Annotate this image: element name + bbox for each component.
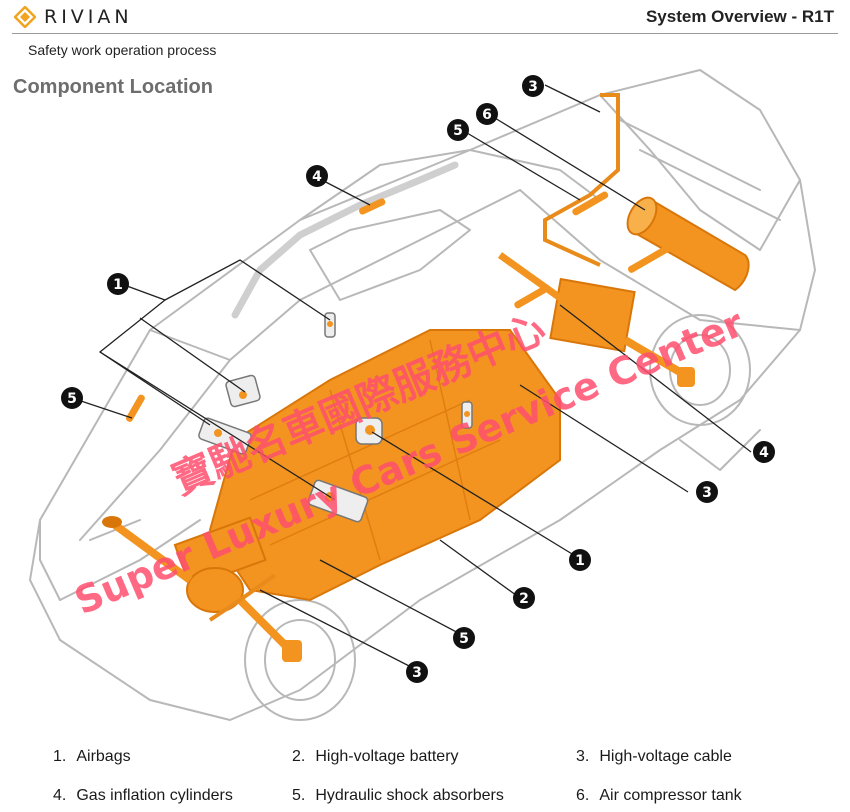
battery-detail-lines xyxy=(249,339,501,561)
svg-text:3: 3 xyxy=(412,665,422,681)
callout-badge-4-top: 4 xyxy=(306,165,328,187)
svg-text:3: 3 xyxy=(702,485,712,501)
svg-text:1: 1 xyxy=(113,277,123,293)
vehicle-component-diagram: 1 1 2 3 3 3 4 4 5 5 5 6 寶馳名車國際服務中心 Super… xyxy=(29,69,816,721)
page-header: RIVIAN System Overview - R1T xyxy=(0,0,850,36)
svg-text:3: 3 xyxy=(528,79,538,95)
airbag-inflator-dots xyxy=(214,321,470,502)
svg-text:5: 5 xyxy=(67,391,77,407)
brand-name: RIVIAN xyxy=(44,6,133,28)
vehicle-outline xyxy=(29,69,816,721)
svg-text:2: 2 xyxy=(519,591,529,607)
shock-absorber-rear-2 xyxy=(627,244,673,273)
callout-badge-3-top: 3 xyxy=(522,75,544,97)
rear-drive-unit xyxy=(497,252,695,387)
svg-text:5: 5 xyxy=(459,631,469,647)
svg-text:6: 6 xyxy=(482,107,492,123)
svg-text:4: 4 xyxy=(312,169,322,185)
callout-badge-6: 6 xyxy=(476,103,498,125)
gas-cylinder-rear xyxy=(514,284,551,309)
legend-item-air-compressor-tank: 6.Air compressor tank xyxy=(576,787,742,804)
curtain-airbag-rail xyxy=(231,161,459,319)
svg-text:4: 4 xyxy=(759,445,769,461)
header-divider xyxy=(12,33,838,34)
document-subtitle: Safety work operation process xyxy=(28,42,217,58)
svg-text:5: 5 xyxy=(453,123,463,139)
component-legend: 1.Airbags 2.High-voltage battery 3.High-… xyxy=(0,742,850,812)
shock-absorber-front-right xyxy=(319,535,342,561)
rivian-logo-icon xyxy=(14,6,36,28)
callout-badge-3-bottom: 3 xyxy=(406,661,428,683)
svg-text:1: 1 xyxy=(575,553,585,569)
callout-badge-3-right: 3 xyxy=(696,481,718,503)
callout-badge-5-top: 5 xyxy=(447,119,469,141)
shock-absorber-front-left xyxy=(125,394,145,422)
callout-badge-5-left: 5 xyxy=(61,387,83,409)
high-voltage-cable-rear xyxy=(543,93,620,267)
legend-item-hydraulic-shock-absorbers: 5.Hydraulic shock absorbers xyxy=(292,787,504,804)
callout-badge-1-bottom: 1 xyxy=(569,549,591,571)
callout-badge-5-bottom: 5 xyxy=(453,627,475,649)
section-title: Component Location xyxy=(13,76,213,98)
callout-leader-lines xyxy=(71,84,752,671)
legend-item-gas-inflation-cylinders: 4.Gas inflation cylinders xyxy=(53,787,233,804)
legend-item-high-voltage-battery: 2.High-voltage battery xyxy=(292,748,459,765)
high-voltage-cable-front xyxy=(208,573,277,622)
front-drive-unit xyxy=(102,516,302,662)
callout-badge-1-left: 1 xyxy=(107,273,129,295)
air-compressor-tank-shape xyxy=(626,196,750,292)
callout-badge-4-right: 4 xyxy=(753,441,775,463)
legend-item-high-voltage-cable: 3.High-voltage cable xyxy=(576,748,732,765)
document-title: System Overview - R1T xyxy=(645,7,834,26)
rivian-logo: RIVIAN xyxy=(14,6,133,28)
gas-cylinder-roof xyxy=(359,198,386,215)
legend-item-airbags: 1.Airbags xyxy=(53,748,131,765)
callout-badge-2: 2 xyxy=(513,587,535,609)
shock-absorber-rear xyxy=(572,191,609,216)
